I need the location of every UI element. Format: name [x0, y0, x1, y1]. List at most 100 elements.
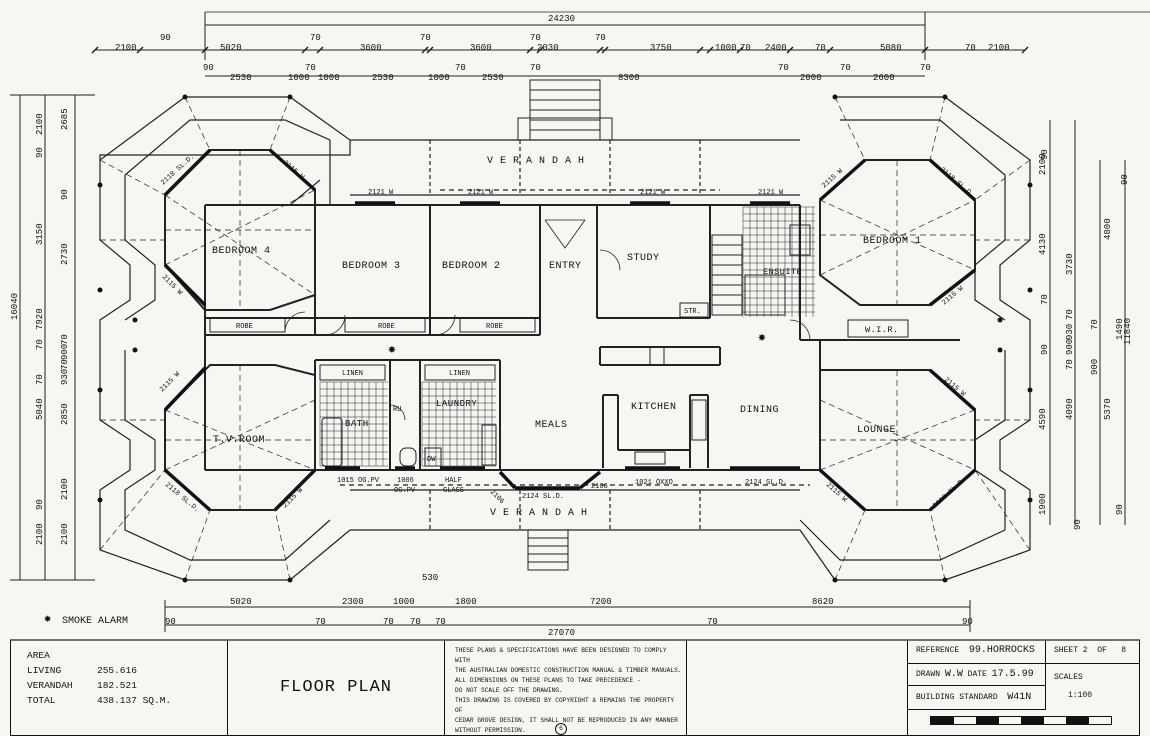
top-dimension-value: 2600 [873, 73, 895, 83]
right-dimension-value: 900 [1090, 359, 1100, 375]
top-dimension-value: 90 [160, 33, 171, 43]
wir-box [847, 319, 909, 338]
left-dimension-value: 70 [35, 374, 45, 385]
left-dimension-value: 2685 [60, 108, 70, 130]
door-swings [284, 219, 811, 421]
top-dimension-value: 70 [920, 63, 931, 73]
left-dimension-value: 3150 [35, 223, 45, 245]
bottom-dimension-value: 7200 [590, 597, 612, 607]
store-label: STR. [684, 308, 701, 316]
door-label: 2124 SL.D. [745, 479, 787, 487]
right-dimension-value: 90 [1073, 519, 1083, 530]
robe-bed2 [459, 317, 536, 333]
right-wing-verandah [799, 96, 1031, 581]
room-label-verandah-top: V E R A N D A H [487, 156, 585, 167]
left-dimension-value: 7920 [35, 308, 45, 330]
note-line: THESE PLANS & SPECIFICATIONS HAVE BEEN D… [455, 647, 667, 664]
door-label: 2124 SL.D. [522, 493, 564, 501]
room-label-lounge: LOUNGE [857, 425, 896, 436]
room-labels: BEDROOM 4 BEDROOM 3 BEDROOM 2 ENTRY STUD… [212, 156, 921, 519]
front-stairs [517, 79, 613, 141]
robe-label: ROBE [378, 323, 395, 331]
area-heading: AREA [27, 650, 50, 661]
top-dimension-value: 70 [965, 43, 976, 53]
laundry-tub [481, 424, 497, 466]
left-dimension-value: 70 [60, 334, 70, 345]
living-label: LIVING [27, 665, 62, 676]
title-box: FLOOR PLAN [227, 640, 445, 736]
drawn-value: W.W [944, 669, 963, 680]
store-box [679, 302, 709, 318]
overall-bottom-dimension: 27070 [548, 628, 575, 638]
left-dimension-value: 900 [60, 344, 70, 360]
vanity [789, 224, 811, 256]
robe-label: ROBE [236, 323, 253, 331]
top-dimension-value: 70 [530, 63, 541, 73]
room-label-tv-room: T.V.ROOM [213, 435, 265, 446]
smoke-alarm-icon: ✸ [758, 330, 766, 345]
door-label: GLASS [443, 487, 464, 495]
left-dimension-value: 2100 [35, 113, 45, 135]
right-dimension-value: 900 [1065, 339, 1075, 355]
total-value: 438.137 SQ.M. [97, 695, 172, 706]
right-dimension-value: 3730 [1065, 253, 1075, 275]
window-label: 2121 W [758, 189, 784, 197]
overall-top-dimension: 24230 [548, 14, 575, 24]
room-label-bath: BATH [345, 419, 369, 429]
toilet [399, 447, 417, 467]
top-dimension-value: 1000 [715, 43, 737, 53]
robe-bed3 [344, 317, 426, 333]
room-label-bedroom4: BEDROOM 4 [212, 246, 271, 257]
top-dimension-value: 70 [420, 33, 431, 43]
room-label-meals: MEALS [535, 420, 568, 431]
appliance-label: DW [427, 456, 436, 464]
right-dimension-lines [1049, 120, 1126, 525]
reference-label: REFERENCE [916, 646, 960, 655]
cooktop [691, 399, 707, 441]
smoke-alarm-legend: SMOKE ALARM [62, 616, 128, 627]
bottom-dimension-value: 2300 [342, 597, 364, 607]
top-dimension-value: 70 [840, 63, 851, 73]
notes-box: THESE PLANS & SPECIFICATIONS HAVE BEEN D… [444, 640, 687, 736]
left-dimension-value: 2100 [60, 478, 70, 500]
sheet-of: OF [1097, 646, 1107, 655]
window-label: 1021 OXXO [635, 479, 673, 487]
ceiling-radial-lines [99, 96, 1031, 581]
scales-label: SCALES [1054, 673, 1083, 682]
top-dimension-value: 90 [203, 63, 214, 73]
note-line: WITHOUT PERMISSION. [455, 727, 526, 734]
sink [634, 451, 666, 465]
left-dimension-value: 930 [60, 369, 70, 385]
top-dimension-lines [91, 12, 1029, 77]
door-label: 2106 [591, 483, 608, 491]
bottom-dimension-value: 70 [315, 617, 326, 627]
top-dimension-value: 70 [305, 63, 316, 73]
washing-machine [424, 447, 442, 467]
fixture-labels: ROBE ROBE ROBE LINEN LINEN STR. 2121 W 2… [158, 153, 975, 514]
top-dimension-value: 8300 [618, 73, 640, 83]
right-dimension-value: 90 [1115, 504, 1125, 515]
door-label: OG.PV [394, 487, 416, 495]
right-dimension-value: 70 [1040, 294, 1050, 305]
bottom-dimension-value: 8620 [812, 597, 834, 607]
right-dimension-value: 70 [1065, 359, 1075, 370]
reference-box: REFERENCE 99.HORROCKS DRAWN W.W DATE 17.… [907, 640, 1140, 736]
right-dimension-value: 4130 [1038, 233, 1048, 255]
top-dimension-value: 1000 [428, 73, 450, 83]
door-label: 1006 [397, 477, 414, 485]
top-dimension-value: 1000 [288, 73, 310, 83]
top-dimension-value: 70 [530, 33, 541, 43]
top-dimension-value: 2400 [765, 43, 787, 53]
reference-value: 99.HORROCKS [968, 645, 1035, 656]
right-dimension-value: 930 [1065, 324, 1075, 340]
door-label: HALF [445, 477, 462, 485]
top-dimension-value: 5020 [220, 43, 242, 53]
top-dimension-value: 70 [815, 43, 826, 53]
room-label-verandah-bottom: V E R A N D A H [490, 508, 588, 519]
left-dimension-value: 2730 [60, 243, 70, 265]
verandah-bottom-band [340, 484, 810, 531]
right-dimension-value: 1900 [1038, 493, 1048, 515]
left-dimension-value: 90 [35, 499, 45, 510]
main-walls [204, 204, 960, 471]
linen-cupboard-1 [319, 364, 386, 381]
